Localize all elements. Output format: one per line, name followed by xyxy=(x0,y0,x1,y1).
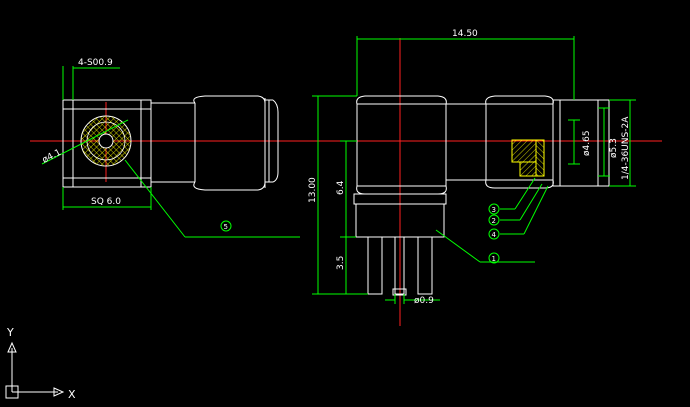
right-view: 14.50 13.00 6.4 3.5 ø0.9 xyxy=(308,29,636,306)
hole-callout-label: 4-S00.9 xyxy=(78,58,113,68)
overall-length-label: 14.50 xyxy=(452,29,478,39)
nose-section-hatch xyxy=(511,139,545,177)
inner-dia-dim xyxy=(568,119,580,165)
thread-label: 1/4-36UNS-2A xyxy=(621,116,631,180)
ucs-x-label: X xyxy=(68,388,76,401)
pin-height-dim xyxy=(340,237,368,295)
body-height-label: 6.4 xyxy=(336,180,346,195)
bore-dia-label: ø4.1 xyxy=(41,148,63,166)
overall-length-dim xyxy=(356,36,575,100)
left-inner-square xyxy=(72,108,142,179)
balloon-1-label: 1 xyxy=(492,255,496,263)
center-contact xyxy=(98,133,114,149)
pin-dia-label: ø0.9 xyxy=(414,296,434,306)
thread-dim xyxy=(609,99,636,187)
pin-dia-dim xyxy=(385,294,440,304)
inner-dia-label: ø4.65 xyxy=(582,130,592,156)
square-size-dim xyxy=(62,187,152,210)
overall-height-label: 13.00 xyxy=(308,177,318,203)
balloon-4-label: 4 xyxy=(492,231,497,239)
corner-hole-tl xyxy=(62,99,74,110)
outer-dia-label: ø5.3 xyxy=(609,138,619,158)
ucs-icon xyxy=(5,341,65,399)
left-square-flange xyxy=(62,99,152,188)
corner-hole-tr xyxy=(140,99,152,110)
balloon-5-label: 5 xyxy=(224,223,228,231)
outer-dia-dim xyxy=(598,107,610,177)
left-view: 4-S00.9 SQ 6.0 ø4.1 5 xyxy=(41,58,300,238)
body-height-dim xyxy=(340,140,357,238)
hole-callout-dim xyxy=(62,66,120,100)
left-barrel xyxy=(151,95,279,191)
square-size-label: SQ 6.0 xyxy=(91,197,121,207)
corner-hole-bl xyxy=(62,177,74,188)
bore-dia-dim xyxy=(41,119,129,165)
balloon-leaders-right xyxy=(435,177,549,264)
pin-height-label: 3.5 xyxy=(336,256,346,270)
balloon-3-label: 3 xyxy=(492,206,496,214)
balloon-2-label: 2 xyxy=(492,217,496,225)
right-body-outline xyxy=(353,95,610,296)
balloon-5-leader xyxy=(124,159,300,238)
ucs-y-label: Y xyxy=(6,326,14,339)
